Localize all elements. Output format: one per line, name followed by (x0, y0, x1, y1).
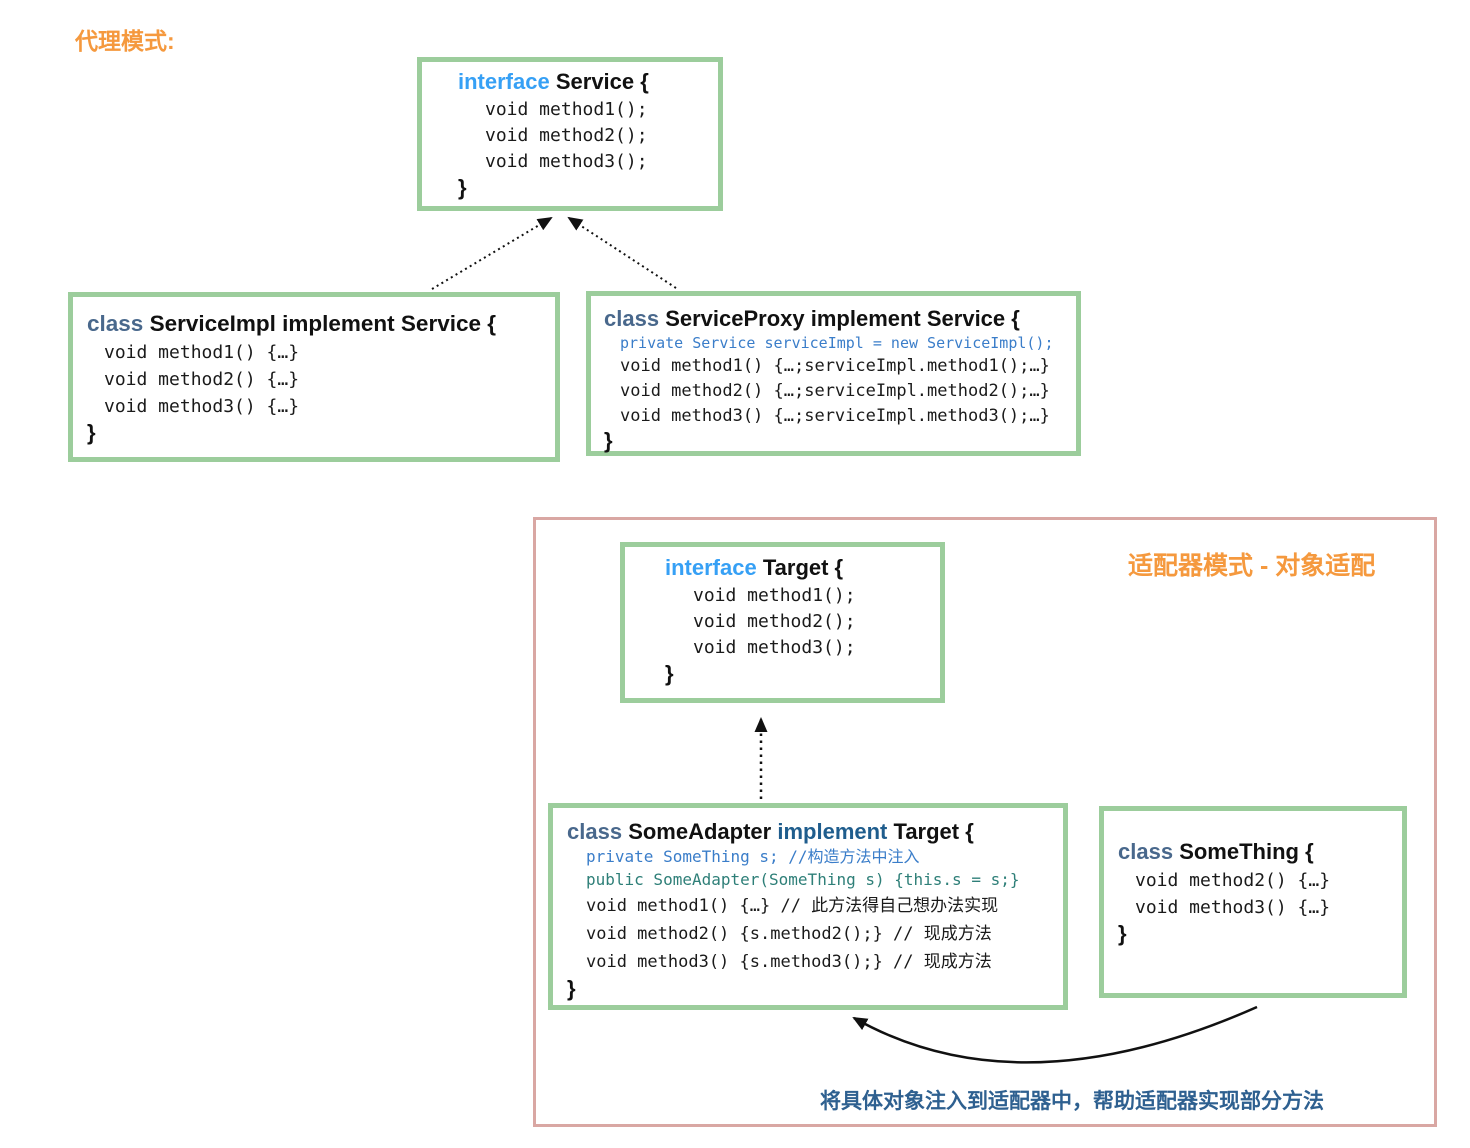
method-line: void method1(); (693, 585, 856, 606)
class-keyword: class (1118, 839, 1174, 864)
class-keyword: class (87, 311, 144, 336)
interface-keyword: interface (458, 69, 550, 94)
method-line: void method3() {…} (1135, 897, 1331, 918)
method-line: void method2() {…} (104, 369, 300, 390)
class-name: ServiceImpl implement Service { (149, 311, 496, 336)
class-keyword: class (567, 819, 623, 844)
implement-keyword: implement (777, 819, 888, 844)
close-brace: } (87, 420, 96, 445)
method-line: void method1(); (485, 99, 648, 120)
method-line: void method1() {…} (104, 342, 300, 363)
method-line: void method1() {…} // 此方法得自己想办法实现 (586, 896, 999, 916)
interface-keyword: interface (665, 555, 757, 580)
close-brace: } (604, 428, 613, 453)
method-line: void method2() {…;serviceImpl.method2();… (620, 381, 1050, 401)
service-proxy-box: class ServiceProxy implement Service { p… (586, 291, 1081, 456)
interface-name: Target { (893, 819, 974, 844)
method-line: void method1() {…;serviceImpl.method1();… (620, 356, 1050, 376)
service-proxy-heading: class ServiceProxy implement Service { (604, 305, 1076, 333)
method-line: void method2(); (485, 125, 648, 146)
method-line: void method2(); (693, 611, 856, 632)
interface-name: Target { (762, 555, 844, 580)
class-name: ServiceProxy implement Service { (665, 306, 1020, 331)
proxy-pattern-title: 代理模式: (75, 28, 175, 54)
class-keyword: class (604, 306, 660, 331)
close-brace: } (567, 976, 576, 1001)
some-thing-box: class SomeThing { void method2() {…} voi… (1099, 806, 1407, 998)
method-line: void method2() {s.method2();} // 现成方法 (586, 924, 992, 944)
some-adapter-box: class SomeAdapter implement Target { pri… (548, 803, 1068, 1010)
some-adapter-heading: class SomeAdapter implement Target { (567, 817, 1063, 846)
adapter-constructor-line: public SomeAdapter(SomeThing s) {this.s … (586, 870, 1020, 889)
method-line: void method3() {…} (104, 396, 300, 417)
method-line: void method3() {s.method3();} // 现成方法 (586, 952, 992, 972)
close-brace: } (665, 661, 674, 686)
service-impl-heading: class ServiceImpl implement Service { (87, 309, 555, 339)
close-brace: } (1118, 921, 1127, 946)
class-name: SomeThing { (1179, 839, 1314, 864)
class-name: SomeAdapter (628, 819, 772, 844)
realization-arrow-proxy (567, 216, 677, 289)
adapter-field-line: private SomeThing s; //构造方法中注入 (586, 847, 920, 866)
adapter-pattern-title: 适配器模式 - 对象适配 (1128, 552, 1376, 580)
injection-caption: 将具体对象注入到适配器中，帮助适配器实现部分方法 (820, 1090, 1324, 1113)
service-interface-box: interface Service { void method1(); void… (417, 57, 723, 211)
realization-arrow-impl (431, 216, 553, 290)
method-line: void method3(); (485, 151, 648, 172)
service-impl-box: class ServiceImpl implement Service { vo… (68, 292, 560, 462)
method-line: void method3(); (693, 637, 856, 658)
service-interface-heading: interface Service { (458, 67, 718, 97)
method-line: void method3() {…;serviceImpl.method3();… (620, 406, 1050, 426)
method-line: void method2() {…} (1135, 870, 1331, 891)
close-brace: } (458, 175, 467, 200)
target-interface-heading: interface Target { (665, 553, 940, 583)
some-thing-heading: class SomeThing { (1118, 837, 1402, 867)
interface-name: Service { (555, 69, 649, 94)
proxy-field-line: private Service serviceImpl = new Servic… (620, 334, 1054, 352)
target-interface-box: interface Target { void method1(); void … (620, 542, 945, 703)
